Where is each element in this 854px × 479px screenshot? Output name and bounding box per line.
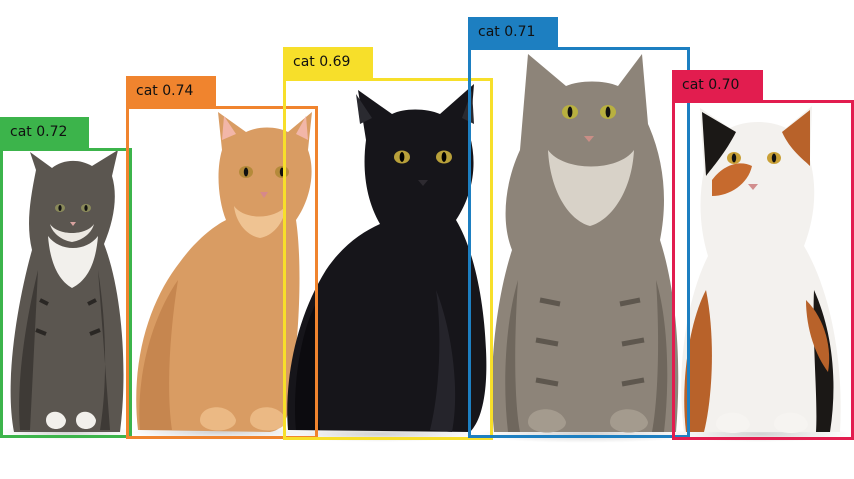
bounding-box-cat-3: [283, 78, 493, 440]
bounding-box-cat-5: [672, 100, 854, 440]
calico-cat: [670, 106, 850, 442]
detection-label-cat-3: cat 0.69: [283, 47, 373, 78]
detection-label-cat-4: cat 0.71: [468, 17, 558, 48]
detection-label-cat-1: cat 0.72: [0, 117, 89, 148]
gray-tabby-cat: [476, 54, 696, 443]
bounding-box-cat-4: [468, 47, 690, 438]
bounding-box-cat-2: [126, 106, 318, 439]
detection-label-cat-2: cat 0.74: [126, 76, 216, 107]
bounding-box-cat-1: [0, 148, 132, 438]
detection-label-cat-5: cat 0.70: [672, 70, 763, 101]
tabby-kitten: [0, 150, 132, 440]
